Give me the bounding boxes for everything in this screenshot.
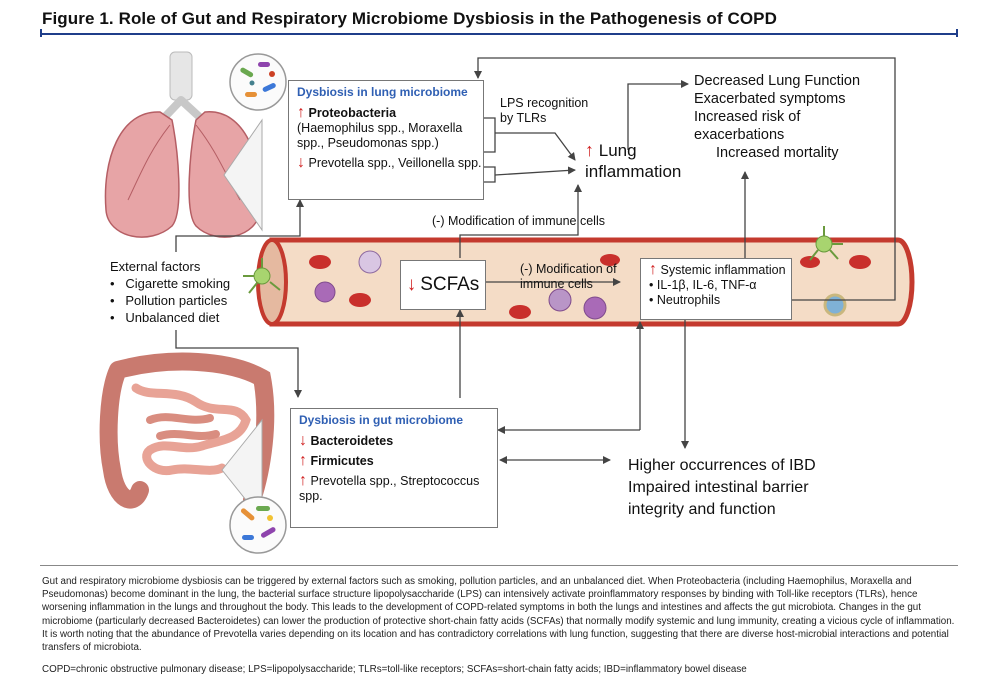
lung-box-heading: Dysbiosis in lung microbiome — [297, 85, 468, 99]
lung-microbe-circle — [229, 53, 287, 111]
top-rule-left-tick — [40, 29, 42, 37]
up-arrow-icon: ↑ — [297, 104, 305, 121]
external-factor-item: • Unbalanced diet — [110, 310, 220, 325]
gut-microbe-circle — [229, 496, 287, 554]
ibd-item: integrity and function — [628, 501, 776, 518]
scfa-label: SCFAs — [420, 274, 480, 295]
proteobacteria-row: ↑ Proteobacteria — [289, 105, 483, 121]
outcome-item: Exacerbated symptoms — [694, 91, 846, 107]
top-rule-right-tick — [956, 29, 958, 37]
gut-zoom-wedge — [221, 418, 263, 522]
up-arrow-icon: ↑ — [585, 140, 594, 160]
systemic-item: • IL-1β, IL-6, TNF-α — [649, 278, 757, 292]
prevotella-gut-label: Prevotella spp., Streptococcus spp. — [299, 474, 480, 503]
lung-zoom-wedge — [223, 118, 263, 232]
immune-cell-left — [243, 258, 281, 294]
outcome-item: Increased mortality — [716, 145, 839, 161]
lps-label: LPS recognition by TLRs — [500, 96, 589, 125]
ibd-item: Higher occurrences of IBD — [628, 457, 816, 474]
systemic-inflammation-box: ↑ Systemic inflammation • IL-1β, IL-6, T… — [640, 258, 792, 320]
external-factors-heading: External factors — [110, 259, 201, 274]
up-arrow-icon: ↑ — [649, 261, 657, 278]
prevotella-gut-row: ↑ Prevotella spp., Streptococcus spp. — [291, 473, 497, 504]
gut-box-heading: Dysbiosis in gut microbiome — [299, 413, 464, 427]
firmicutes-row: ↑ Firmicutes — [291, 453, 497, 469]
figure-caption: Gut and respiratory microbiome dysbiosis… — [42, 576, 955, 654]
outcomes-list: Decreased Lung Function Exacerbated symp… — [694, 72, 894, 162]
firmicutes-label: Firmicutes — [310, 454, 374, 468]
ibd-item: Impaired intestinal barrier — [628, 479, 809, 496]
external-factors: External factors • Cigarette smoking • P… — [110, 258, 230, 326]
up-arrow-icon: ↑ — [299, 452, 307, 469]
proteobacteria-label: Proteobacteria — [308, 106, 397, 120]
top-rule — [40, 33, 958, 35]
proteobacteria-detail: (Haemophilus spp., Moraxella spp., Pseud… — [297, 121, 463, 150]
prevotella-lung-label: Prevotella spp., Veillonella spp. — [308, 156, 482, 170]
systemic-heading: Systemic inflammation — [660, 263, 786, 277]
ibd-outcomes: Higher occurrences of IBD Impaired intes… — [628, 455, 816, 521]
scfa-box: ↓ SCFAs — [400, 260, 486, 310]
gut-dysbiosis-box: Dysbiosis in gut microbiome ↓ Bacteroide… — [290, 408, 498, 528]
bacteroidetes-row: ↓ Bacteroidetes — [291, 433, 497, 449]
connectors — [175, 57, 896, 464]
lungs-illustration — [104, 51, 262, 238]
lung-dysbiosis-box: Dysbiosis in lung microbiome ↑ Proteobac… — [288, 80, 484, 200]
modification-mid-label: (-) Modification of immune cells — [520, 262, 617, 291]
external-factor-item: • Pollution particles — [110, 293, 228, 308]
immune-cell-right — [809, 226, 843, 261]
systemic-heading-row: ↑ Systemic inflammation — [641, 262, 791, 278]
up-arrow-icon: ↑ — [299, 472, 307, 489]
bottom-rule — [40, 565, 958, 566]
external-factor-item: • Cigarette smoking — [110, 276, 231, 291]
figure-title: Figure 1. Role of Gut and Respiratory Mi… — [42, 9, 777, 28]
down-arrow-icon: ↓ — [406, 274, 417, 295]
outcome-item: Decreased Lung Function — [694, 73, 861, 89]
down-arrow-icon: ↓ — [297, 154, 305, 171]
bacteroidetes-label: Bacteroidetes — [310, 434, 394, 448]
lung-inflammation-label: ↑ Lung inflammation — [585, 140, 682, 181]
outcome-item: Increased risk of exacerbations — [694, 109, 801, 143]
down-arrow-icon: ↓ — [299, 432, 307, 449]
systemic-item: • Neutrophils — [649, 293, 721, 307]
abbreviations: COPD=chronic obstructive pulmonary disea… — [42, 664, 747, 675]
prevotella-lung-row: ↓ Prevotella spp., Veillonella spp. — [289, 155, 483, 171]
modification-top-label: (-) Modification of immune cells — [432, 214, 605, 228]
